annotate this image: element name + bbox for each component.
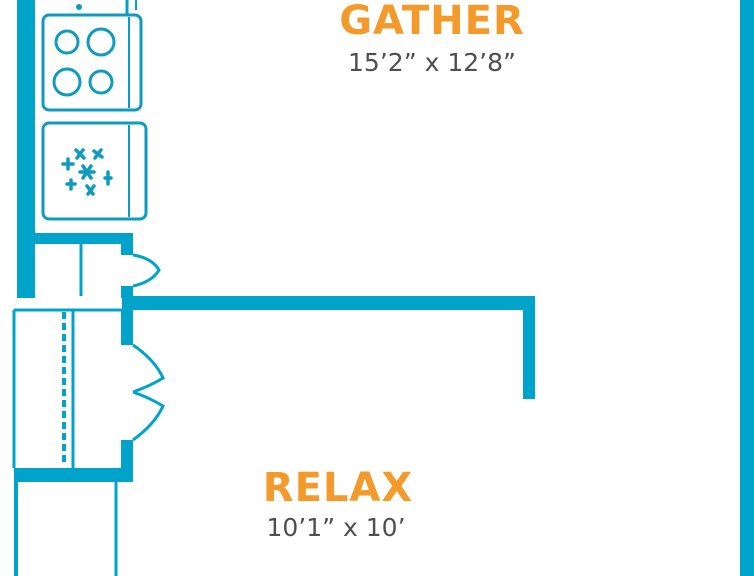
- partition-wall-return: [523, 296, 535, 399]
- partition-wall-gather-relax: [122, 296, 535, 310]
- gather-room-dimensions: 15’2” x 12’8”: [348, 48, 516, 77]
- relax-room-name: RELAX: [263, 465, 413, 511]
- refrigerator: [41, 121, 148, 221]
- upper-closet-door: [132, 253, 161, 288]
- left-bedroom-wall-bottom: [14, 482, 18, 576]
- closet-upper-header: [35, 233, 133, 244]
- stove-body: [41, 13, 143, 112]
- right-exterior-wall: [740, 0, 754, 576]
- relax-room-dimensions: 10’1” x 10’: [266, 513, 405, 542]
- closet-upper-jamb-low: [121, 286, 133, 298]
- doors: [132, 253, 165, 442]
- closet-upper-jamb: [121, 233, 133, 255]
- gather-room-name: GATHER: [339, 0, 525, 44]
- stove-icon: [52, 27, 116, 97]
- burner: [52, 67, 82, 97]
- burner: [86, 27, 116, 57]
- closet-lower-jamb: [121, 310, 133, 345]
- thin-outlines: [12, 0, 137, 576]
- burner: [88, 69, 114, 95]
- left-exterior-wall: [17, 0, 35, 298]
- lower-closet-floor-wall: [14, 468, 133, 482]
- burner: [54, 29, 80, 55]
- room-labels: GATHER 15’2” x 12’8” RELAX 10’1” x 10’: [263, 0, 525, 542]
- lower-closet-door-top: [132, 343, 165, 394]
- fridge-body: [41, 121, 148, 221]
- walls: [14, 0, 754, 576]
- stove: [41, 4, 143, 112]
- lower-closet-door-bottom: [132, 390, 165, 442]
- snowflake-icon: [61, 148, 113, 196]
- stove-knob: [76, 4, 82, 10]
